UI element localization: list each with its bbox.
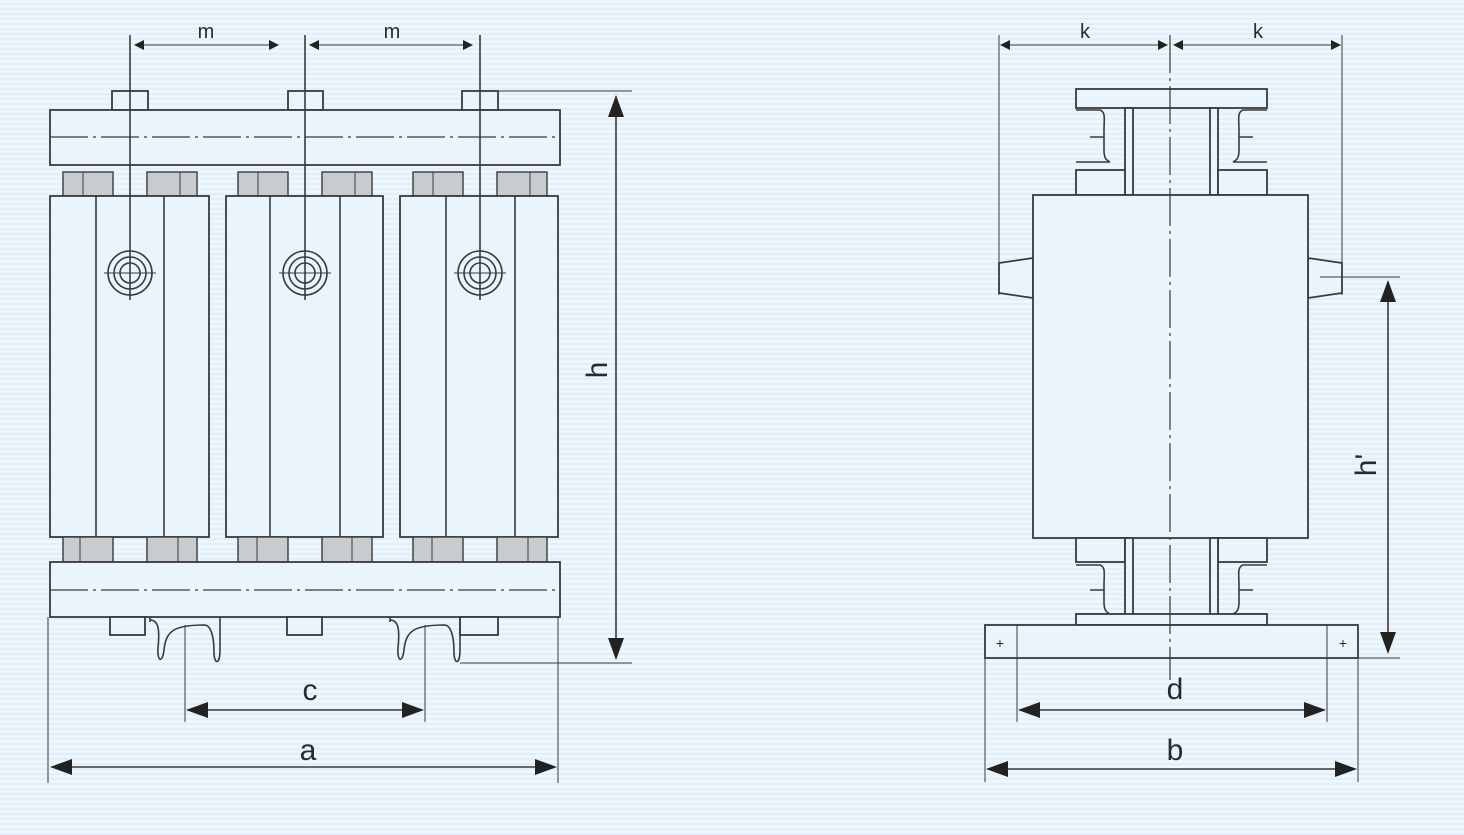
wheel-brackets	[149, 617, 461, 663]
terminal-right	[1307, 256, 1343, 300]
tap-terminal-icon	[104, 35, 156, 300]
base-frame: + +	[984, 624, 1359, 659]
bottom-clamp	[1075, 537, 1268, 626]
bolt-hole-icon: +	[1339, 635, 1347, 651]
dimension-label-a: a	[300, 734, 317, 767]
terminal-left	[998, 256, 1034, 300]
dimension-c: c	[184, 625, 426, 722]
tap-terminals	[104, 35, 506, 300]
dimension-label-m: m	[198, 21, 215, 43]
dimension-a: a	[47, 617, 559, 783]
side-view: + + k k h' d b	[984, 21, 1400, 782]
dimension-h: h	[460, 90, 632, 664]
bolt-hole-icon: +	[996, 635, 1004, 651]
dimension-label-k: k	[1253, 21, 1264, 43]
dimension-label-c: c	[303, 674, 318, 707]
dimension-label-k: k	[1080, 21, 1091, 43]
top-spacer-blocks	[62, 171, 548, 197]
tap-terminal-icon	[279, 35, 331, 300]
base-pads	[109, 616, 499, 636]
dimension-label-h-prime: h'	[1350, 454, 1383, 476]
dimension-label-m: m	[384, 21, 401, 43]
dimension-label-b: b	[1167, 734, 1184, 767]
tap-terminal-icon	[454, 35, 506, 300]
dimension-d: d	[1016, 658, 1328, 722]
dimension-m: m m	[134, 21, 473, 50]
dimension-b: b	[984, 658, 1359, 782]
dimension-label-d: d	[1167, 673, 1184, 706]
dimension-k: k k	[1000, 21, 1341, 50]
coil-phase-3	[399, 195, 559, 538]
dimension-h-prime: h'	[1320, 276, 1400, 659]
top-clamp	[1075, 88, 1268, 196]
dimension-label-h: h	[581, 362, 614, 379]
bottom-spacer-blocks	[62, 536, 548, 563]
front-view: m m h c a	[47, 21, 632, 783]
